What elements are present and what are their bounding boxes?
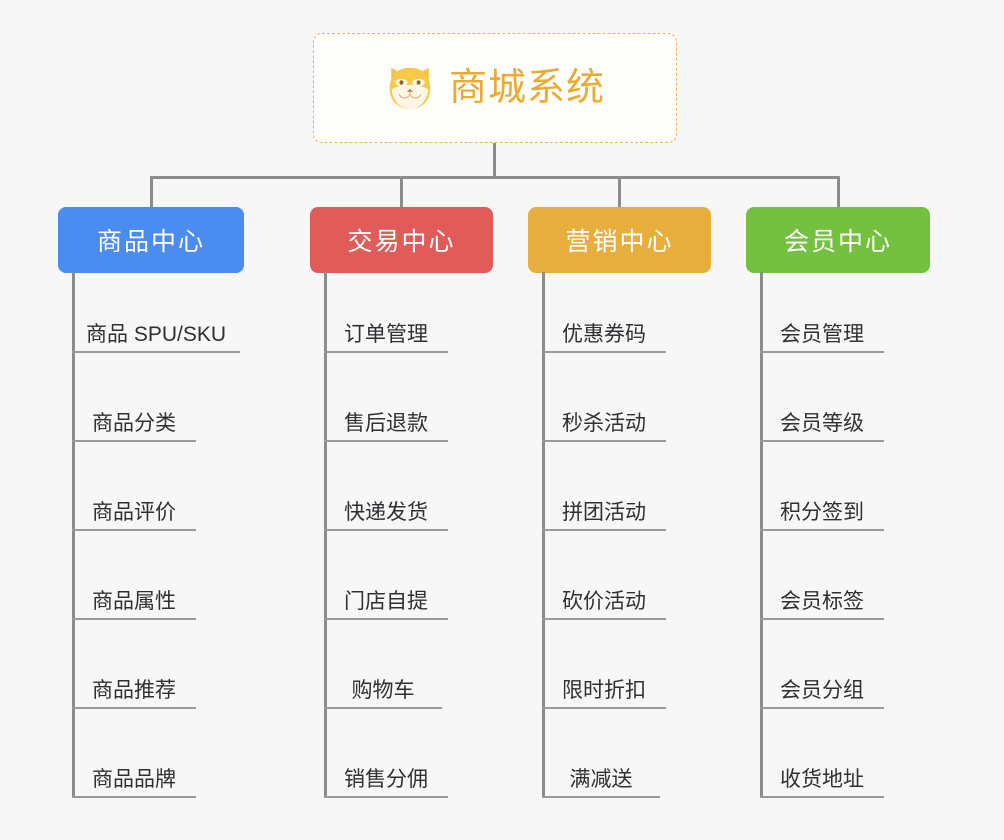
leaf-item-underline (72, 440, 196, 442)
leaf-item-underline (542, 351, 666, 353)
leaf-item-underline (324, 351, 448, 353)
leaf-item-underline (324, 440, 448, 442)
leaf-item-underline (760, 440, 884, 442)
leaf-item-underline (542, 618, 666, 620)
leaf-item-label: 秒杀活动 (562, 411, 646, 435)
branch-header-trade[interactable]: 交易中心 (310, 207, 493, 273)
leaf-item-label: 商品分类 (92, 411, 176, 435)
leaf-item-underline (542, 440, 666, 442)
leaf-item-underline (542, 796, 660, 798)
branch-header-member[interactable]: 会员中心 (746, 207, 930, 273)
leaf-item-underline (760, 529, 884, 531)
leaf-item-label: 会员标签 (780, 589, 864, 613)
leaf-item-label: 收货地址 (780, 767, 864, 791)
connector-drop-2 (400, 176, 403, 207)
leaf-item-underline (760, 796, 884, 798)
leaf-item-underline (324, 707, 442, 709)
leaf-item-underline (760, 707, 884, 709)
leaf-item-label: 商品 SPU/SKU (85, 322, 227, 346)
connector-drop-4 (837, 176, 840, 207)
branch-header-label: 交易中心 (347, 228, 456, 256)
connector-drop-3 (618, 176, 621, 207)
leaf-item-underline (72, 351, 240, 353)
leaf-item-label: 快递发货 (344, 500, 428, 524)
branch-spine (324, 272, 327, 798)
branch-header-product[interactable]: 商品中心 (58, 207, 244, 273)
leaf-item-label: 会员管理 (780, 322, 864, 346)
leaf-item-label: 商品品牌 (92, 767, 176, 791)
leaf-item-label: 售后退款 (344, 411, 428, 435)
leaf-item-underline (72, 796, 196, 798)
leaf-item-label: 会员等级 (780, 411, 864, 435)
root-node[interactable]: 商城系统 (313, 33, 677, 143)
leaf-item-label: 订单管理 (344, 322, 428, 346)
leaf-item-underline (72, 529, 196, 531)
leaf-item-underline (324, 618, 448, 620)
branch-spine (72, 272, 75, 798)
connector-drop-1 (150, 176, 153, 207)
leaf-item-underline (324, 796, 448, 798)
root-label: 商城系统 (448, 67, 605, 109)
shiba-dog-icon (389, 67, 431, 110)
branch-header-label: 商品中心 (96, 228, 205, 256)
leaf-item-label: 销售分佣 (344, 767, 428, 791)
leaf-item-label: 拼团活动 (562, 500, 646, 524)
leaf-item-label: 购物车 (351, 678, 415, 702)
leaf-item-label: 积分签到 (780, 500, 864, 524)
leaf-item-underline (760, 351, 884, 353)
leaf-item-label: 商品评价 (92, 500, 176, 524)
branch-header-label: 会员中心 (783, 228, 892, 256)
leaf-item-label: 限时折扣 (562, 678, 646, 702)
leaf-item-underline (760, 618, 884, 620)
leaf-item-underline (542, 707, 666, 709)
leaf-item-underline (72, 618, 196, 620)
leaf-item-label: 会员分组 (780, 678, 864, 702)
leaf-item-underline (324, 529, 448, 531)
leaf-item-underline (542, 529, 666, 531)
connector-horizontal-bus (150, 176, 840, 179)
leaf-item-label: 满减送 (569, 767, 633, 791)
connector-root-stem (493, 143, 496, 179)
branch-spine (760, 272, 763, 798)
leaf-item-label: 商品属性 (92, 589, 176, 613)
branch-header-label: 营销中心 (565, 228, 674, 256)
leaf-item-label: 砍价活动 (562, 589, 646, 613)
leaf-item-label: 优惠券码 (562, 322, 646, 346)
leaf-item-underline (72, 707, 196, 709)
branch-header-marketing[interactable]: 营销中心 (528, 207, 711, 273)
leaf-item-label: 门店自提 (344, 589, 428, 613)
leaf-item-label: 商品推荐 (92, 678, 176, 702)
branch-spine (542, 272, 545, 798)
